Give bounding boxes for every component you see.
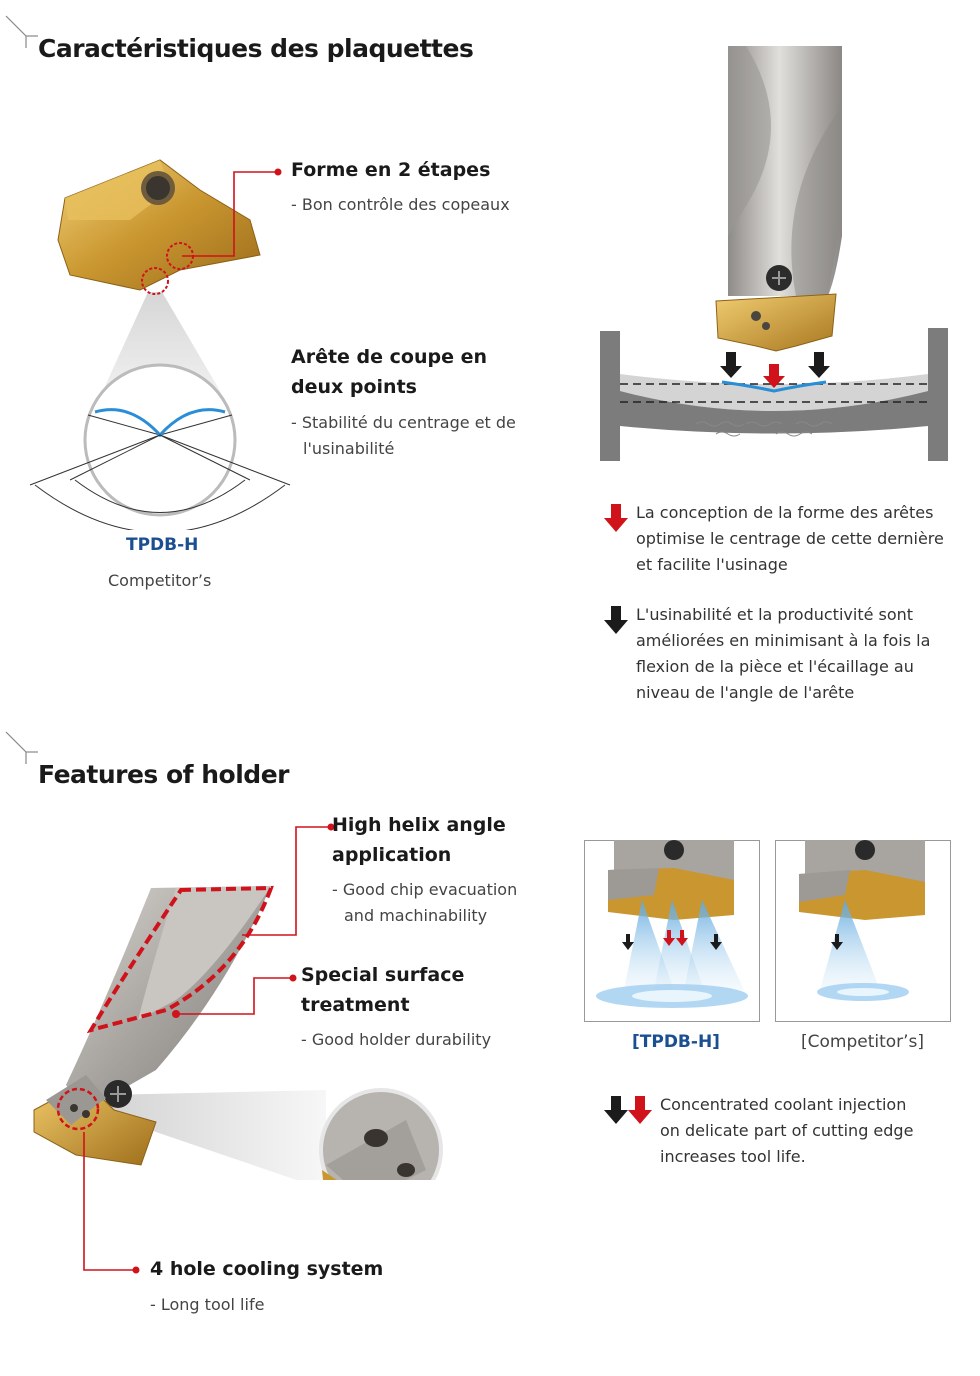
black-note-line-3: flexion de la pièce et l'écaillage au [636,657,914,676]
feature-surface-title-1: Special surface [301,964,465,986]
red-note-line-3: et facilite l'usinage [636,555,788,574]
drill-workpiece-illustration [600,46,948,461]
feature-helix-sub-1: - Good chip evacuation [332,880,518,899]
red-note-line-2: optimise le centrage de cette dernière [636,529,944,548]
competitor-angle-label: Competitor’s [108,571,212,590]
tpdb-coolant-image [584,840,760,1022]
callout-line-helix [242,823,335,936]
corner-mark-icon [5,731,38,764]
holder-illustration [33,885,443,1180]
black-red-arrows-icon [604,1096,652,1124]
competitor-caption: [Competitor’s] [801,1032,925,1052]
feature-2-step-title: Forme en 2 étapes [291,159,491,181]
coolant-note-line-2: on delicate part of cutting edge [660,1121,914,1140]
coolant-note-line-3: increases tool life. [660,1147,806,1166]
callout-line-1 [182,168,282,257]
tpdb-caption: [TPDB-H] [632,1032,720,1052]
feature-two-point-title-2: deux points [291,376,417,398]
callout-line-cooling [83,1132,140,1274]
callout-line-surface [172,974,297,1018]
feature-2-step-sub: - Bon contrôle des copeaux [291,195,510,214]
section-title-insert: Caractéristiques des plaquettes [38,34,474,63]
insert-illustration [29,159,291,530]
feature-two-point-title-1: Arête de coupe en [291,346,488,368]
corner-mark-icon [5,15,38,48]
competitor-coolant-image [775,840,951,1022]
feature-helix-title-2: application [332,844,452,866]
red-arrow-icon [604,504,628,532]
black-note-line-2: améliorées en minimisant à la fois la [636,631,931,650]
feature-helix-sub-2: and machinability [344,906,488,925]
black-arrow-icon [604,606,628,634]
feature-surface-sub: - Good holder durability [301,1030,492,1049]
feature-two-point-sub-2: l'usinabilité [303,439,395,458]
black-note-line-4: niveau de l'angle de l'arête [636,683,855,702]
coolant-note-line-1: Concentrated coolant injection [660,1095,907,1114]
feature-cooling-title: 4 hole cooling system [150,1258,384,1280]
section-title-holder: Features of holder [38,760,290,789]
feature-cooling-sub: - Long tool life [150,1295,265,1314]
feature-two-point-sub-1: - Stabilité du centrage et de [291,413,516,432]
tpdb-angle-label: TPDB-H [126,535,199,555]
feature-helix-title-1: High helix angle [332,814,506,836]
black-note-line-1: L'usinabilité et la productivité sont [636,605,914,624]
feature-surface-title-2: treatment [301,994,410,1016]
red-note-line-1: La conception de la forme des arêtes [636,503,934,522]
